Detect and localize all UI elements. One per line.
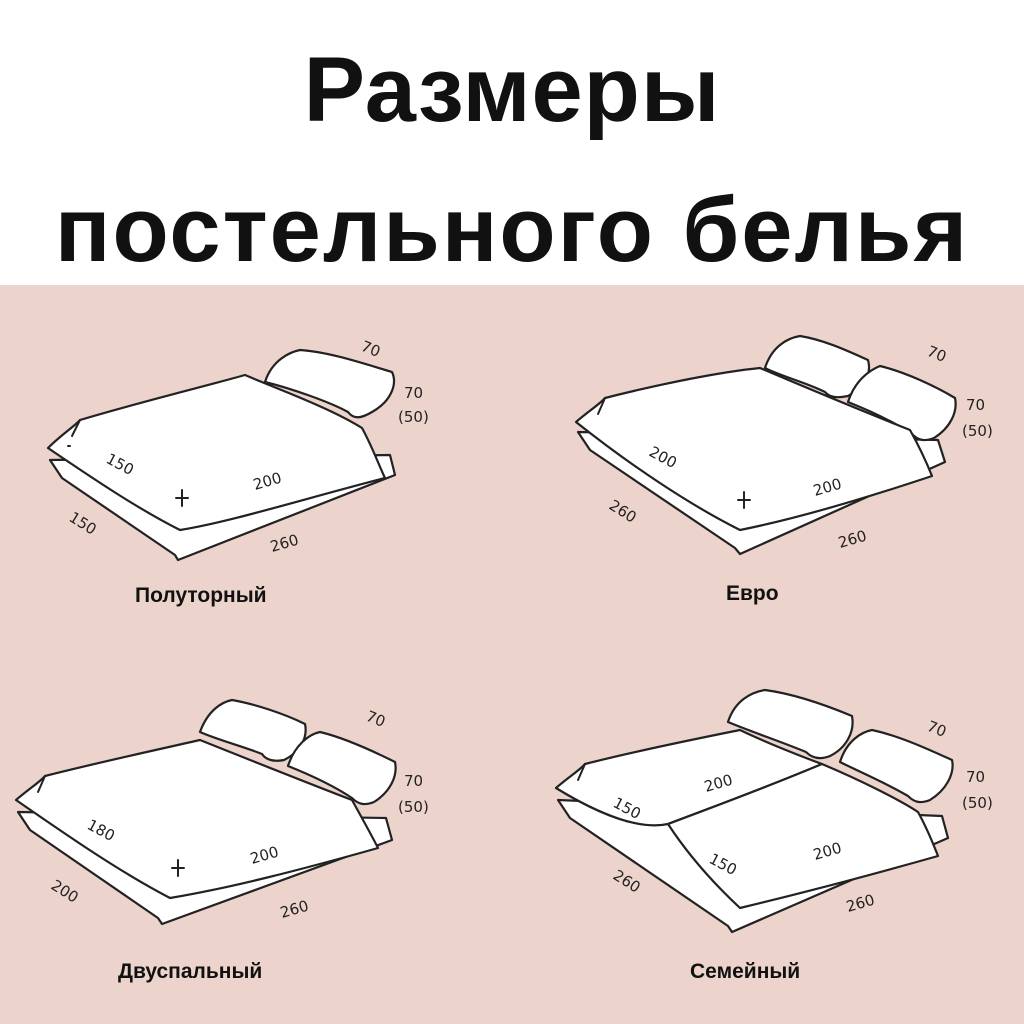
dim-pillow-alt: (50) bbox=[962, 794, 993, 812]
bed-dvuspalny: 180 200 200 260 70 70 (50) Двуспальный bbox=[14, 698, 429, 983]
dim-pillow-width: 70 bbox=[364, 707, 388, 731]
dim-sheet-width: 150 bbox=[66, 508, 100, 538]
pillow-left bbox=[726, 688, 854, 760]
dim-pillow-length: 70 bbox=[966, 768, 985, 786]
duvet-tab bbox=[171, 859, 185, 877]
pillow bbox=[263, 348, 396, 419]
duvet bbox=[46, 373, 387, 532]
page-title-line-1: Размеры bbox=[303, 39, 721, 141]
duvet-fold bbox=[37, 775, 46, 793]
dim-sheet-length: 260 bbox=[268, 531, 300, 556]
duvet-tab bbox=[175, 489, 189, 507]
duvet-fold bbox=[67, 419, 81, 447]
pillow-right bbox=[286, 730, 397, 806]
duvet-fold bbox=[577, 763, 586, 781]
bed-label: Полуторный bbox=[135, 584, 267, 607]
dim-sheet-width: 200 bbox=[48, 876, 82, 906]
dim-pillow-width: 70 bbox=[359, 337, 383, 361]
dim-sheet-length: 260 bbox=[836, 527, 868, 552]
dim-pillow-length: 70 bbox=[966, 396, 985, 414]
bed-polutorny: 150 200 150 260 70 70 (50) Полуторный bbox=[46, 337, 429, 607]
duvet-fold bbox=[597, 397, 606, 415]
bed-label: Евро bbox=[726, 582, 779, 605]
dim-sheet-length: 260 bbox=[844, 891, 876, 916]
dim-sheet-length: 260 bbox=[278, 897, 310, 922]
bed-label: Семейный bbox=[690, 960, 800, 983]
dim-pillow-alt: (50) bbox=[962, 422, 993, 440]
dim-pillow-width: 70 bbox=[925, 717, 949, 741]
bed-semeyny: 150 200 150 200 260 260 70 70 (50) Семей… bbox=[554, 688, 993, 983]
dim-pillow-length: 70 bbox=[404, 772, 423, 790]
page-title-line-2: постельного белья bbox=[54, 179, 970, 281]
dim-sheet-width: 260 bbox=[610, 866, 644, 896]
dim-pillow-length: 70 bbox=[404, 384, 423, 402]
bed-evro: 200 200 260 260 70 70 (50) Евро bbox=[574, 334, 993, 605]
duvet-tab bbox=[737, 491, 751, 509]
dim-sheet-width: 260 bbox=[606, 496, 640, 526]
dim-pillow-alt: (50) bbox=[398, 798, 429, 816]
pillow-right bbox=[838, 728, 954, 804]
duvet-right bbox=[666, 762, 940, 910]
header: Размеры постельного белья bbox=[0, 0, 1024, 285]
dim-pillow-alt: (50) bbox=[398, 408, 429, 426]
duvet bbox=[574, 366, 934, 532]
dim-pillow-width: 70 bbox=[925, 342, 949, 366]
duvet bbox=[14, 738, 380, 900]
bed-label: Двуспальный bbox=[118, 960, 262, 983]
